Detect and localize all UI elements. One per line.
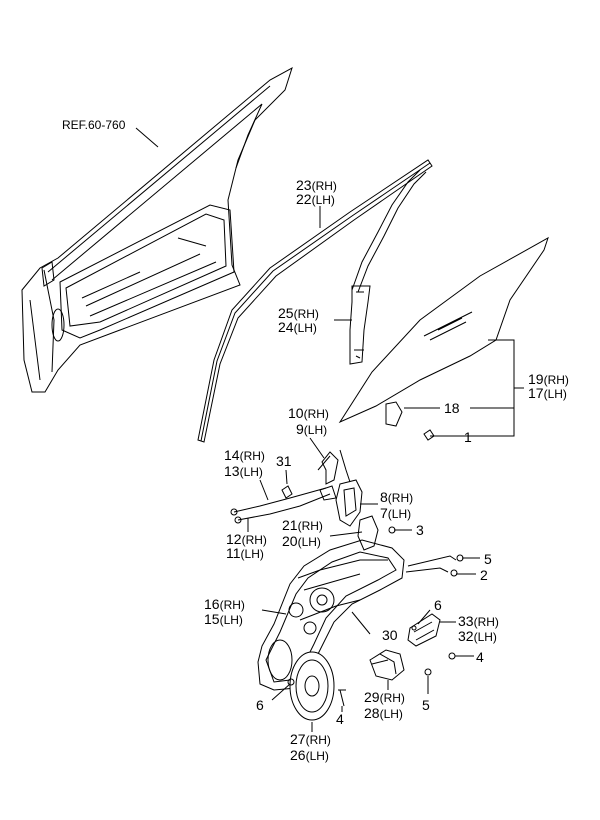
callout-12: 12(RH)	[226, 531, 267, 547]
callout-3: 3	[416, 522, 424, 538]
callout-33: 33(RH)	[458, 613, 499, 629]
callout-4-upper: 4	[476, 649, 484, 665]
callout-14: 14(RH)	[224, 447, 265, 463]
callout-26: 26(LH)	[290, 747, 329, 763]
callout-11: 11(LH)	[226, 545, 264, 561]
callout-30: 30	[382, 627, 398, 643]
callout-2: 2	[480, 567, 488, 583]
bracket-drawing	[407, 613, 441, 647]
callout-5-lower: 5	[422, 697, 430, 713]
callout-labels: REF.60-760 23(RH) 22(LH) 25(RH) 24(LH) 1…	[62, 118, 569, 763]
callout-24: 24(LH)	[278, 319, 317, 335]
door-shell-drawing	[21, 66, 293, 393]
speaker-drawing	[287, 651, 335, 721]
ref-label: REF.60-760	[62, 118, 126, 132]
callout-10: 10(RH)	[288, 405, 329, 421]
fasteners-drawing	[338, 526, 464, 707]
callout-15: 15(LH)	[204, 611, 243, 627]
callout-17: 17(LH)	[528, 385, 567, 401]
callout-29: 29(RH)	[364, 689, 405, 705]
callout-32: 32(LH)	[458, 628, 497, 644]
callout-28: 28(LH)	[364, 705, 403, 721]
channel-drawing	[349, 285, 371, 365]
callout-25: 25(RH)	[278, 305, 319, 321]
callout-31: 31	[276, 453, 292, 469]
callout-22: 22(LH)	[296, 191, 335, 207]
callout-7: 7(LH)	[380, 505, 411, 521]
door-latch-drawing	[335, 479, 379, 551]
callout-8: 8(RH)	[380, 489, 413, 505]
callout-4-lower: 4	[336, 711, 344, 727]
callout-6-upper: 6	[434, 597, 442, 613]
callout-21: 21(RH)	[282, 517, 323, 533]
callout-9: 9(LH)	[296, 421, 327, 437]
callout-6-lower: 6	[256, 697, 264, 713]
callout-18: 18	[444, 400, 460, 416]
handle-link-drawing	[230, 449, 351, 524]
callout-19: 19(RH)	[528, 371, 569, 387]
callout-13: 13(LH)	[224, 463, 263, 479]
callout-20: 20(LH)	[282, 533, 321, 549]
callout-23: 23(RH)	[296, 177, 337, 193]
glass-run-channel-drawing	[197, 159, 433, 443]
door-glass-drawing	[338, 236, 549, 441]
callout-5-upper: 5	[484, 551, 492, 567]
motor-drawing	[369, 649, 405, 681]
callout-1: 1	[464, 429, 472, 445]
callout-27: 27(RH)	[290, 731, 331, 747]
callout-16: 16(RH)	[204, 596, 245, 612]
leader-lines	[135, 127, 524, 732]
